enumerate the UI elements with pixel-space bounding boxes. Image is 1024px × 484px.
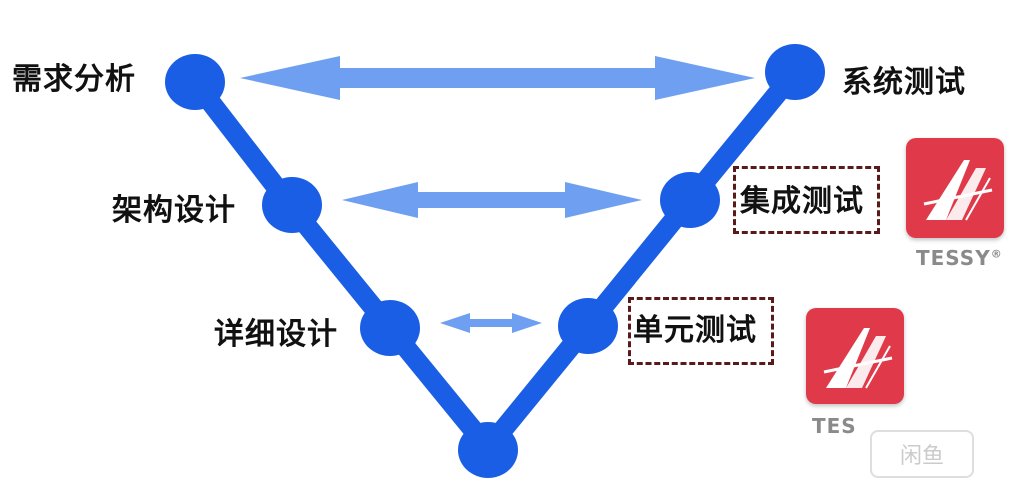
watermark: 闲鱼 xyxy=(870,430,974,478)
label-detailed-design: 详细设计 xyxy=(214,317,338,352)
highlight-box-integration xyxy=(733,166,880,234)
label-system-test: 系统测试 xyxy=(842,65,966,100)
node-architecture xyxy=(262,177,322,233)
arrow-system xyxy=(240,56,755,100)
label-architecture-design: 架构设计 xyxy=(112,193,236,228)
node-integration xyxy=(660,172,720,228)
v-line xyxy=(185,62,805,458)
node-detail xyxy=(360,300,420,356)
tessy-logo-text-small: TES xyxy=(812,414,857,438)
tessy-logo-icon xyxy=(906,138,1004,238)
label-requirements-analysis: 需求分析 xyxy=(12,62,136,97)
tessy-logo-text: TESSY® xyxy=(916,246,1003,270)
label-integration-test: 集成测试 xyxy=(740,184,864,219)
node-unit xyxy=(558,298,618,354)
node-requirements xyxy=(165,54,225,110)
tessy-logo-icon-small xyxy=(806,308,904,404)
node-system xyxy=(765,44,825,100)
highlight-box-unit xyxy=(628,297,774,365)
arrow-integration xyxy=(342,182,642,218)
node-bottom xyxy=(458,422,518,478)
arrow-unit xyxy=(440,313,542,333)
label-unit-test: 单元测试 xyxy=(633,313,757,348)
